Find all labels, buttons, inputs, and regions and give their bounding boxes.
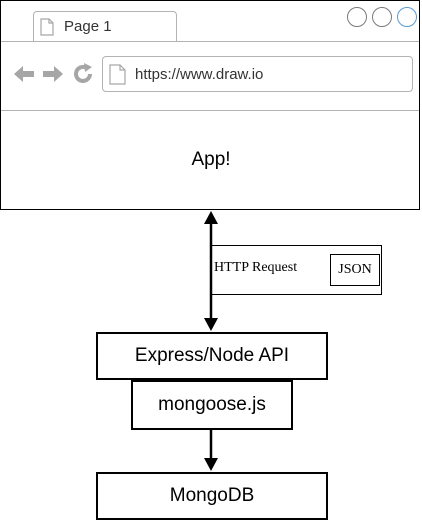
- app-label: App!: [191, 149, 231, 170]
- mongoose-label: mongoose.js: [158, 394, 266, 415]
- back-arrow-icon[interactable]: [12, 62, 36, 86]
- window-button-2[interactable]: [372, 7, 392, 27]
- document-icon: [40, 18, 54, 36]
- express-node-api-label: Express/Node API: [134, 345, 290, 366]
- tab-label: Page 1: [64, 18, 112, 35]
- window-button-1[interactable]: [347, 7, 367, 27]
- address-bar[interactable]: https://www.draw.io: [102, 56, 413, 92]
- tab-bar: Page 1: [1, 1, 419, 41]
- express-node-api-box: Express/Node API: [96, 332, 328, 380]
- browser-mockup: Page 1 https://www.draw.io App!: [0, 0, 420, 210]
- db-arrow: [204, 430, 218, 471]
- document-icon: [109, 64, 126, 85]
- tab-page-1[interactable]: Page 1: [33, 11, 177, 41]
- http-request-label: HTTP Request: [214, 260, 298, 275]
- forward-arrow-icon[interactable]: [41, 62, 65, 86]
- refresh-icon[interactable]: [71, 62, 95, 86]
- mongodb-label: MongoDB: [169, 485, 255, 506]
- window-button-3[interactable]: [397, 7, 417, 27]
- url-text: https://www.draw.io: [135, 66, 264, 83]
- mongoose-box: mongoose.js: [131, 380, 293, 430]
- json-box: JSON: [330, 254, 380, 286]
- mongodb-box: MongoDB: [96, 472, 328, 520]
- json-label: JSON: [338, 262, 372, 277]
- bidirectional-arrow: [204, 211, 218, 331]
- navigation-bar: https://www.draw.io: [1, 41, 419, 111]
